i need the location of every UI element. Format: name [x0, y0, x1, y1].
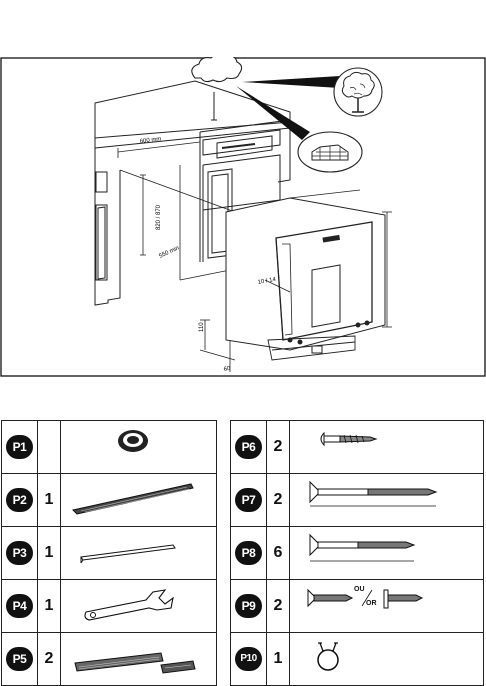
part-quantity: 1: [37, 579, 61, 633]
dim-height-label: 820 / 870: [156, 204, 162, 230]
wrench-icon: [60, 579, 217, 633]
or-label: OR: [366, 600, 377, 607]
part-id-badge: P4: [6, 594, 33, 618]
part-row-p9: P9 2 OU OR: [230, 579, 484, 633]
dim-depth-label: 550 min: [158, 245, 180, 259]
adhesive-strip-icon: [60, 473, 217, 527]
cloud-icon: [191, 57, 243, 121]
part-row-p8: P8 6: [230, 526, 484, 580]
part-row-p2: P2 1: [1, 473, 217, 527]
installation-diagram: 600 mm 820 / 870 550 min: [0, 57, 486, 377]
dim-width-label: 600 mm: [140, 136, 162, 145]
countersunk-screw-icon: [289, 526, 484, 580]
part-quantity: 1: [37, 526, 61, 580]
grommet-icon: [60, 420, 217, 474]
kitchen-cabinets: [94, 80, 291, 306]
diagram-frame: [0, 57, 486, 377]
seal-strip-icon: [60, 526, 217, 580]
part-row-p3: P3 1: [1, 526, 217, 580]
ou-label: OU: [354, 586, 365, 593]
round-head-screw-icon: [289, 420, 484, 474]
part-row-p6: P6 2: [230, 420, 484, 474]
long-countersunk-screw-icon: [289, 473, 484, 527]
part-id-badge: P5: [6, 647, 33, 671]
part-row-p1: P1: [1, 420, 217, 474]
part-id-badge: P1: [6, 435, 33, 459]
part-id-badge: P7: [235, 488, 262, 512]
brick-wall-icon: [297, 131, 363, 173]
parts-list-left: P1 P2 1 P3 1 P4 1 P5 2: [1, 420, 217, 686]
short-screws-icon: OU OR: [289, 579, 484, 633]
dim-gap-label: 110: [199, 322, 205, 332]
part-id-badge: P3: [6, 541, 33, 565]
part-quantity: 2: [37, 632, 61, 686]
parts-list-right: P6 2 P7 2 P8 6 P9 2 OU OR P10 1: [230, 420, 484, 686]
part-quantity: [37, 420, 61, 474]
part-row-p4: P4 1: [1, 579, 217, 633]
part-row-p5: P5 2: [1, 632, 217, 686]
dim-door-label: 10 / 14: [257, 277, 277, 286]
tree-icon: [333, 67, 383, 117]
part-quantity: 2: [266, 420, 290, 474]
part-quantity: 1: [37, 473, 61, 527]
tree-callout-beam: [242, 76, 340, 88]
dishwasher: [225, 197, 386, 361]
part-quantity: 1: [266, 632, 290, 686]
dim-foot-label: 60: [223, 366, 231, 373]
opening-dimensions: [117, 138, 236, 281]
part-row-p7: P7 2: [230, 473, 484, 527]
part-quantity: 6: [266, 526, 290, 580]
appliance-dimensions: [199, 189, 392, 372]
brush-strip-icon: [60, 632, 217, 686]
part-id-badge: P8: [235, 541, 262, 565]
hose-clamp-icon: [289, 632, 484, 686]
part-quantity: 2: [266, 473, 290, 527]
part-id-badge: P10: [235, 647, 262, 671]
wall-callout-beam: [236, 86, 310, 140]
part-id-badge: P2: [6, 488, 33, 512]
part-quantity: 2: [266, 579, 290, 633]
part-id-badge: P9: [235, 594, 262, 618]
part-row-p10: P10 1: [230, 632, 484, 686]
part-id-badge: P6: [235, 435, 262, 459]
